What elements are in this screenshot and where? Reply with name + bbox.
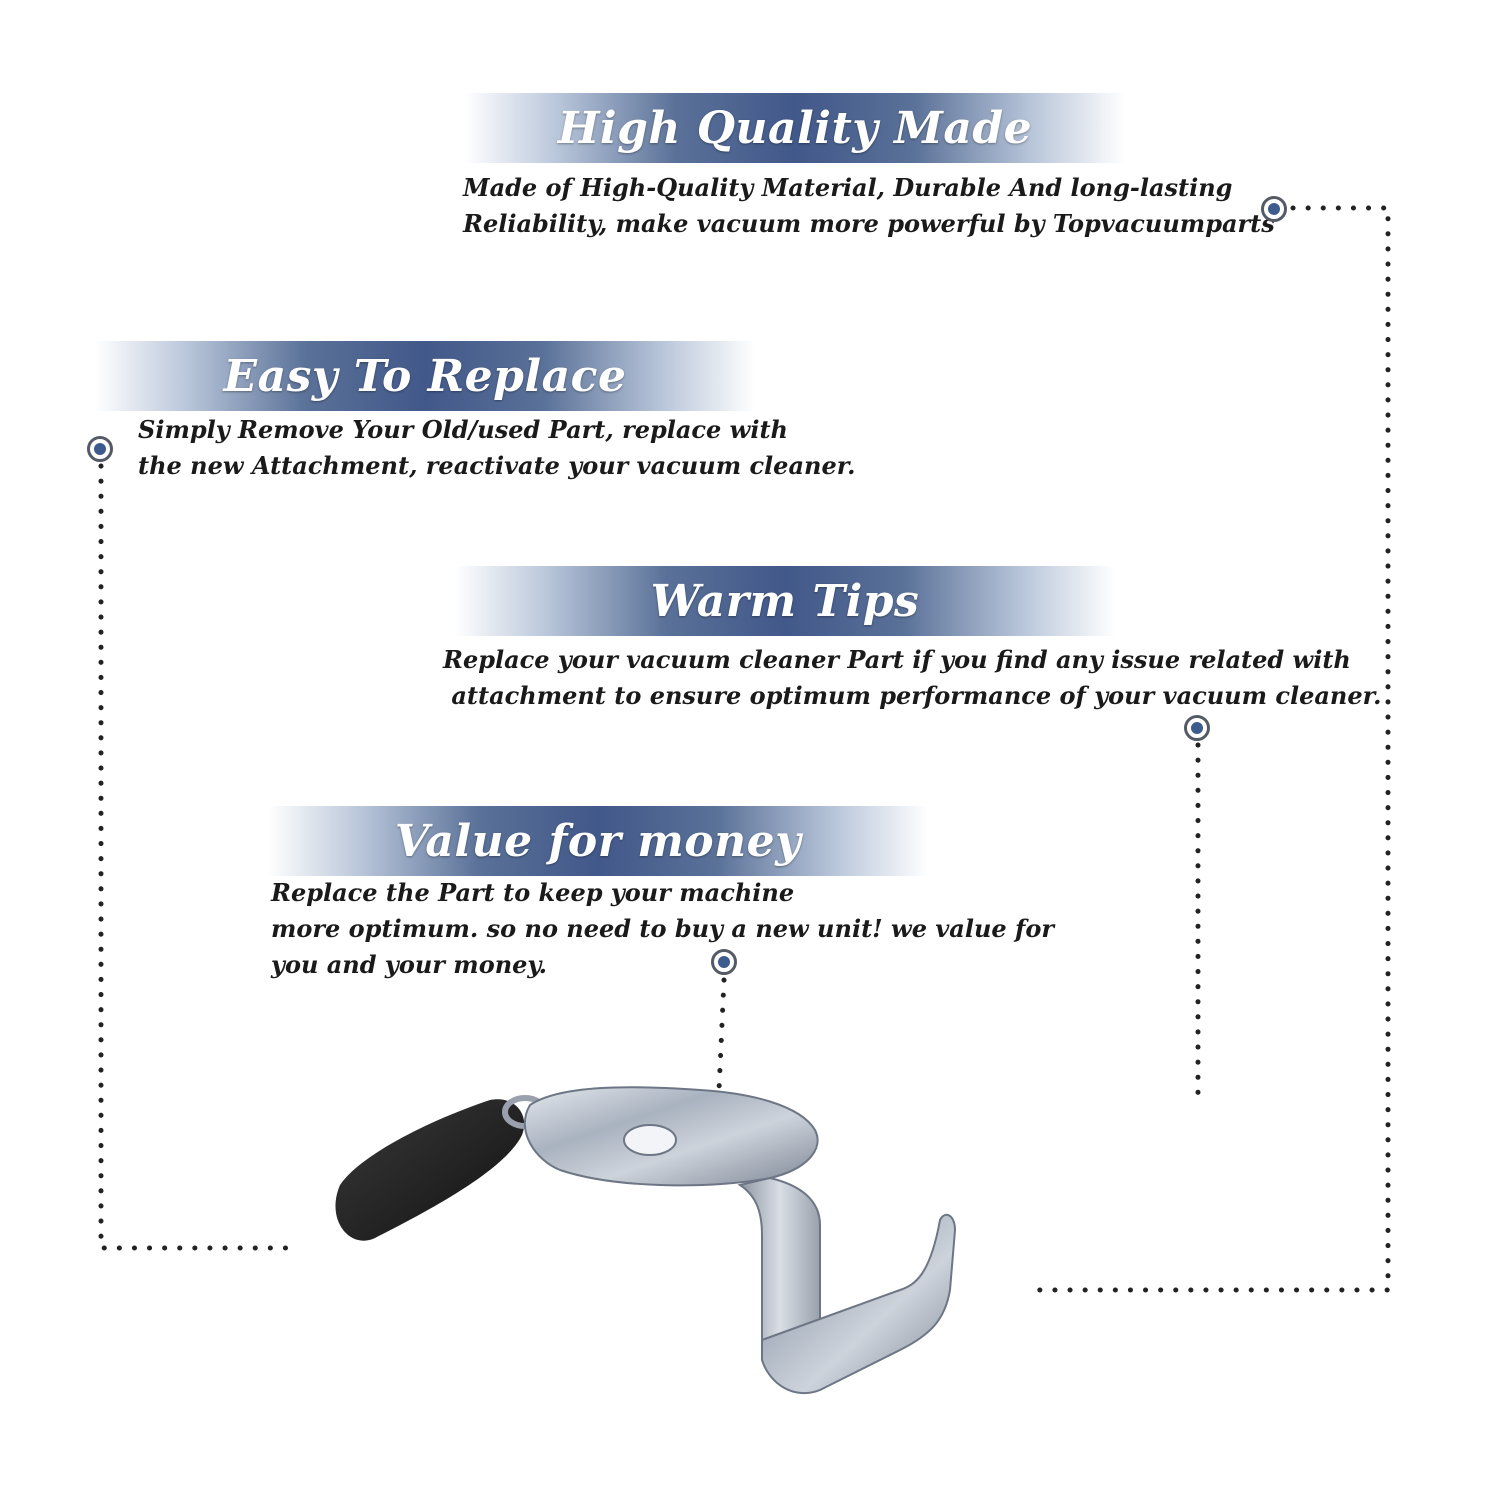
tips-line-1: Replace your vacuum cleaner Part if you … (443, 645, 1351, 674)
tips-title: Warm Tips (650, 575, 920, 627)
tips-banner: Warm Tips (455, 566, 1115, 636)
value-line-2: more optimum. so no need to buy a new un… (271, 914, 1054, 943)
bullet-ring-icon (1261, 196, 1287, 222)
value-title: Value for money (394, 815, 802, 867)
replace-title: Easy To Replace (223, 350, 627, 402)
replace-banner: Easy To Replace (95, 341, 755, 411)
quality-line-2: Reliability, make vacuum more powerful b… (463, 209, 1275, 238)
value-line-3: you and your money. (271, 950, 547, 979)
quality-title: High Quality Made (557, 102, 1033, 154)
bullet-ring-icon (1184, 715, 1210, 741)
quality-banner: High Quality Made (465, 93, 1125, 163)
value-line-1: Replace the Part to keep your machine (271, 878, 795, 907)
connector-replace (98, 463, 298, 1251)
value-banner: Value for money (268, 806, 928, 876)
tips-description: Replace your vacuum cleaner Part if you … (443, 642, 1381, 714)
bullet-ring-icon (711, 949, 737, 975)
quality-line-1: Made of High-Quality Material, Durable A… (463, 173, 1233, 202)
replace-line-2: the new Attachment, reactivate your vacu… (138, 451, 856, 480)
tips-line-2: attachment to ensure optimum performance… (443, 681, 1382, 710)
replace-description: Simply Remove Your Old/used Part, replac… (138, 412, 856, 484)
replace-line-1: Simply Remove Your Old/used Part, replac… (138, 415, 788, 444)
value-description: Replace the Part to keep your machine mo… (271, 875, 1054, 983)
bullet-ring-icon (87, 436, 113, 462)
vacuum-latch-part-image (335, 1086, 957, 1395)
quality-description: Made of High-Quality Material, Durable A… (463, 170, 1275, 242)
connector-value (716, 977, 727, 1093)
connector-quality (1032, 205, 1391, 1293)
